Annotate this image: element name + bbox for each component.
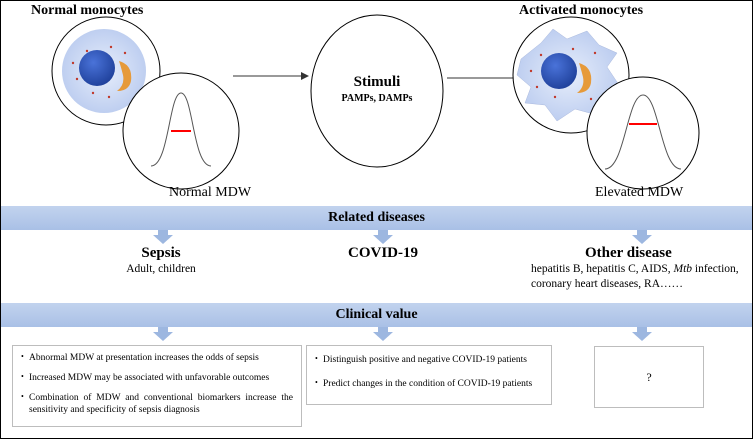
arrow-to-stimuli-head: [301, 72, 309, 80]
arrow-band2-sepsis: [153, 327, 173, 341]
clinical-value-title: Clinical value: [335, 307, 418, 322]
elevated-mdw-circle: [586, 76, 700, 190]
covid-clinical-list: Distinguish positive and negative COVID-…: [315, 353, 543, 390]
arrow-band2-covid: [373, 327, 393, 341]
other-disease-line1-suffix: infection,: [692, 263, 739, 275]
other-clinical-value: ?: [646, 370, 652, 384]
stimuli-ellipse: [310, 14, 444, 168]
related-diseases-band: [1, 206, 752, 230]
sepsis-clinical-point: Increased MDW may be associated with unf…: [21, 371, 293, 384]
covid-clinical-box: Distinguish positive and negative COVID-…: [306, 345, 552, 405]
other-clinical-box: ?: [594, 346, 704, 408]
arrow-band1-covid: [373, 230, 393, 244]
stimuli-subtitle: PAMPs, DAMPs: [341, 93, 413, 104]
elevated-mdw-group: [586, 76, 700, 190]
band2-arrows: [153, 327, 652, 341]
band1-arrows: [153, 230, 652, 244]
normal-cell-granule-body: [117, 61, 132, 91]
normal-cell-nucleus: [79, 50, 115, 86]
elevated-mdw-curve: [604, 94, 682, 170]
other-disease-line1-italic: Mtb: [673, 263, 693, 275]
activated-cell-granule-body: [577, 63, 592, 93]
activated-cell-dots: [529, 47, 597, 101]
normal-mdw-group: [122, 72, 240, 190]
other-disease-list-line2: coronary heart diseases, RA……: [531, 278, 684, 290]
covid-title: COVID-19: [348, 245, 418, 261]
other-disease-line1-prefix: hepatitis B, hepatitis C, AIDS,: [531, 263, 674, 275]
normal-cell-dots: [71, 45, 127, 99]
normal-mdw-curve: [150, 92, 212, 167]
related-diseases-title: Related diseases: [328, 210, 425, 225]
sepsis-clinical-point: Combination of MDW and conventional biom…: [21, 391, 293, 416]
covid-clinical-point: Distinguish positive and negative COVID-…: [315, 353, 543, 366]
sepsis-title: Sepsis: [141, 245, 181, 261]
clinical-value-band: [1, 303, 752, 327]
sepsis-clinical-box: Abnormal MDW at presentation increases t…: [12, 345, 302, 427]
stimuli-title: Stimuli: [353, 74, 401, 90]
arrow-band1-sepsis: [153, 230, 173, 244]
arrow-band2-other: [632, 327, 652, 341]
covid-clinical-point: Predict changes in the condition of COVI…: [315, 377, 543, 390]
elevated-mdw-label: Elevated MDW: [595, 185, 684, 200]
activated-cell-nucleus: [541, 53, 577, 89]
normal-mdw-label: Normal MDW: [169, 185, 252, 200]
activated-monocytes-title: Activated monocytes: [519, 3, 644, 18]
sepsis-subtitle: Adult, children: [126, 263, 196, 275]
arrow-band1-other: [632, 230, 652, 244]
sepsis-clinical-point: Abnormal MDW at presentation increases t…: [21, 351, 293, 364]
other-disease-list-line1: hepatitis B, hepatitis C, AIDS, Mtb infe…: [531, 263, 739, 275]
normal-monocyte-group: [51, 16, 161, 126]
other-disease-title: Other disease: [585, 245, 672, 261]
sepsis-clinical-list: Abnormal MDW at presentation increases t…: [21, 351, 293, 416]
normal-monocytes-title: Normal monocytes: [31, 3, 144, 18]
